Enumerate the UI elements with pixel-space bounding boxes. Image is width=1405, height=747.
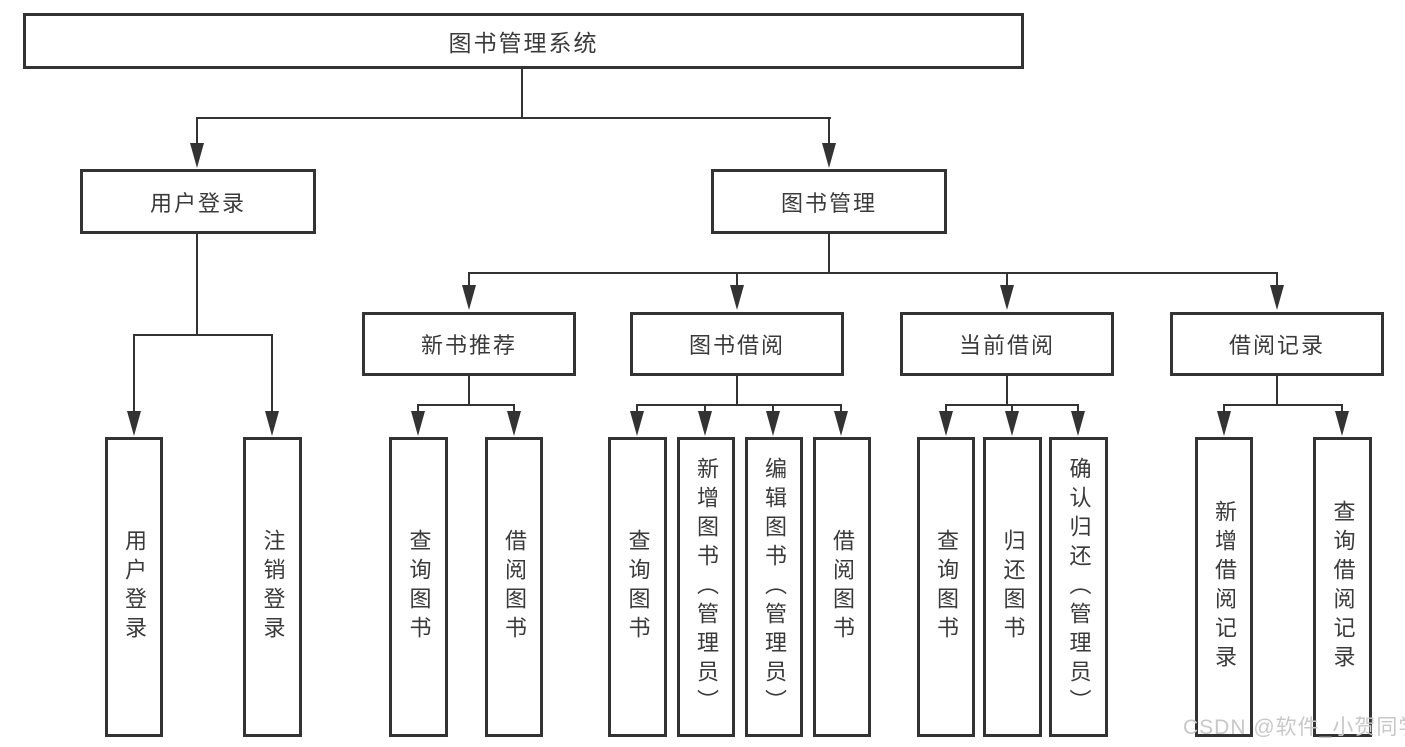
leaf-user-login: 用户登录: [105, 437, 163, 737]
leaf-nb-borrow-books: 借阅图书: [485, 437, 543, 737]
leaf-br-query-record-label: 查询借阅记录: [1330, 500, 1356, 674]
arrow-down-icon: [462, 285, 476, 310]
node-new-book-recommend-label: 新书推荐: [420, 333, 517, 358]
arrow-down-icon: [834, 411, 848, 436]
leaf-bb-query-books: 查询图书: [608, 437, 667, 737]
connector-line: [271, 334, 273, 413]
arrow-down-icon: [1217, 411, 1231, 436]
node-root: 图书管理系统: [23, 13, 1024, 69]
connector-line: [828, 117, 830, 145]
leaf-cb-query-books: 查询图书: [917, 437, 975, 737]
connector-line: [468, 376, 470, 406]
leaf-logout-label: 注销登录: [260, 529, 286, 645]
leaf-cb-confirm-return-admin-label: 确认归还（管理员）: [1066, 456, 1092, 718]
arrow-down-icon: [630, 411, 644, 436]
leaf-nb-borrow-books-label: 借阅图书: [502, 529, 527, 645]
arrow-down-icon: [698, 411, 712, 436]
leaf-bb-borrow-books: 借阅图书: [813, 437, 871, 737]
node-book-management: 图书管理: [711, 169, 947, 234]
leaf-nb-query-books-label: 查询图书: [406, 529, 432, 645]
watermark: CSDN @软件_小贺同学: [1183, 716, 1405, 739]
leaf-cb-return-books: 归还图书: [983, 437, 1042, 737]
connector-line: [1341, 404, 1343, 414]
arrow-down-icon: [1335, 411, 1349, 436]
connector-line: [772, 404, 774, 414]
connector-line: [945, 404, 947, 414]
connector-line: [521, 69, 523, 117]
arrow-down-icon: [190, 143, 204, 168]
arrow-down-icon: [939, 411, 953, 436]
connector-line: [1223, 404, 1225, 414]
node-user-login-label: 用户登录: [149, 190, 246, 216]
leaf-cb-return-books-label: 归还图书: [1000, 529, 1026, 645]
leaf-cb-query-books-label: 查询图书: [934, 529, 959, 645]
arrow-down-icon: [507, 411, 521, 436]
leaf-bb-edit-books-admin: 编辑图书（管理员）: [745, 437, 803, 737]
node-current-borrow-label: 当前借阅: [958, 333, 1055, 358]
connector-line: [1223, 404, 1343, 406]
connector-line: [736, 376, 738, 406]
node-current-borrow: 当前借阅: [900, 312, 1114, 376]
leaf-br-add-record-label: 新增借阅记录: [1212, 500, 1237, 674]
connector-line: [1077, 404, 1079, 414]
leaf-bb-add-books-admin: 新增图书（管理员）: [677, 437, 735, 737]
node-book-borrow-label: 图书借阅: [688, 333, 785, 358]
node-borrow-records: 借阅记录: [1170, 312, 1384, 376]
connector-line: [196, 117, 198, 145]
connector-line: [1276, 272, 1278, 286]
leaf-cb-confirm-return-admin: 确认归还（管理员）: [1049, 437, 1108, 737]
connector-line: [417, 404, 515, 406]
arrow-down-icon: [265, 411, 279, 436]
node-root-label: 图书管理系统: [448, 30, 599, 56]
connector-line: [196, 117, 831, 119]
arrow-down-icon: [411, 411, 425, 436]
arrow-down-icon: [730, 285, 744, 310]
leaf-bb-add-books-admin-label: 新增图书（管理员）: [694, 456, 719, 718]
connector-line: [417, 404, 419, 414]
connector-line: [133, 334, 135, 413]
arrow-down-icon: [1000, 285, 1014, 310]
node-book-management-label: 图书管理: [780, 190, 877, 216]
connector-line: [196, 234, 198, 336]
leaf-bb-edit-books-admin-label: 编辑图书（管理员）: [762, 456, 787, 718]
leaf-bb-borrow-books-label: 借阅图书: [830, 529, 855, 645]
connector-line: [1276, 376, 1278, 406]
leaf-user-login-label: 用户登录: [122, 529, 147, 645]
leaf-logout: 注销登录: [243, 437, 302, 737]
leaf-nb-query-books: 查询图书: [389, 437, 448, 737]
arrow-down-icon: [1005, 411, 1019, 436]
connector-line: [636, 404, 638, 414]
connector-line: [1011, 404, 1013, 414]
leaf-br-query-record: 查询借阅记录: [1313, 437, 1372, 737]
connector-line: [468, 272, 1278, 274]
connector-line: [636, 404, 842, 406]
leaf-br-add-record: 新增借阅记录: [1195, 437, 1253, 737]
node-new-book-recommend: 新书推荐: [362, 312, 576, 376]
connector-line: [468, 272, 470, 286]
arrow-down-icon: [127, 411, 141, 436]
node-borrow-records-label: 借阅记录: [1228, 333, 1325, 358]
arrow-down-icon: [822, 143, 836, 168]
node-book-borrow: 图书借阅: [630, 312, 844, 376]
arrow-down-icon: [1270, 285, 1284, 310]
connector-line: [736, 272, 738, 286]
connector-line: [513, 404, 515, 414]
arrow-down-icon: [1071, 411, 1085, 436]
connector-line: [1006, 376, 1008, 406]
connector-line: [828, 234, 830, 274]
connector-line: [840, 404, 842, 414]
connector-line: [133, 334, 273, 336]
arrow-down-icon: [766, 411, 780, 436]
node-user-login: 用户登录: [80, 169, 316, 234]
connector-line: [704, 404, 706, 414]
connector-line: [1006, 272, 1008, 286]
leaf-bb-query-books-label: 查询图书: [625, 529, 651, 645]
